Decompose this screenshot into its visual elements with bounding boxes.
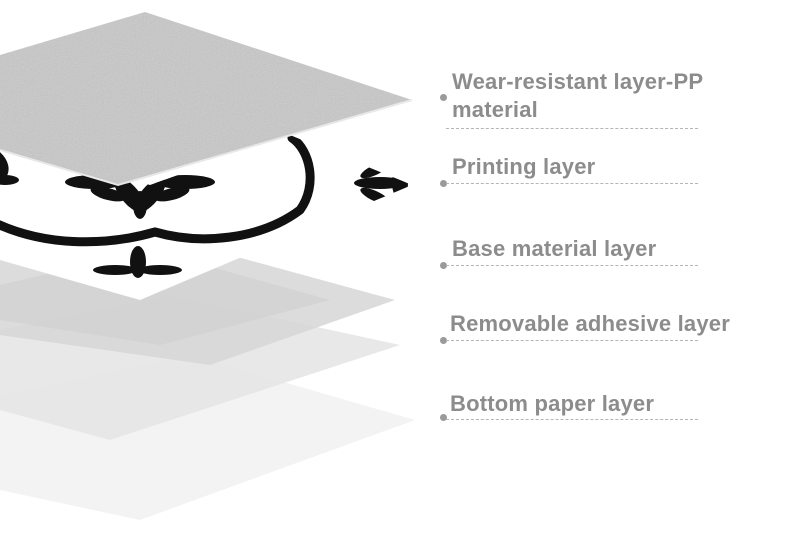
leader-line-printing [446,183,698,184]
leader-line-adhesive [446,340,698,341]
leader-line-base [446,265,698,266]
label-base-material-layer: Base material layer [452,235,656,263]
label-bottom-paper-layer: Bottom paper layer [450,390,654,418]
leader-dot-icon [440,180,447,187]
label-wear-line2: material [452,97,538,122]
leader-dot-icon [440,414,447,421]
label-removable-adhesive-layer: Removable adhesive layer [450,310,730,338]
label-adhesive-text: Removable adhesive layer [450,311,730,336]
floral-tile-pattern-icon [0,135,408,278]
label-wear-line1: Wear-resistant layer-PP [452,69,704,94]
leader-line-paper [446,419,698,420]
label-base-text: Base material layer [452,236,657,261]
wear-resistant-layer-edge [0,99,413,187]
leader-dot-icon [440,94,447,101]
label-wear-resistant-layer: Wear-resistant layer-PP material [452,68,703,124]
wear-resistant-layer-sheet [0,12,412,185]
leader-dot-icon [440,337,447,344]
label-printing-text: Printing layer [452,154,596,179]
leader-line-wear [446,128,698,129]
leader-dot-icon [440,262,447,269]
label-paper-text: Bottom paper layer [450,391,655,416]
label-printing-layer: Printing layer [452,153,595,181]
